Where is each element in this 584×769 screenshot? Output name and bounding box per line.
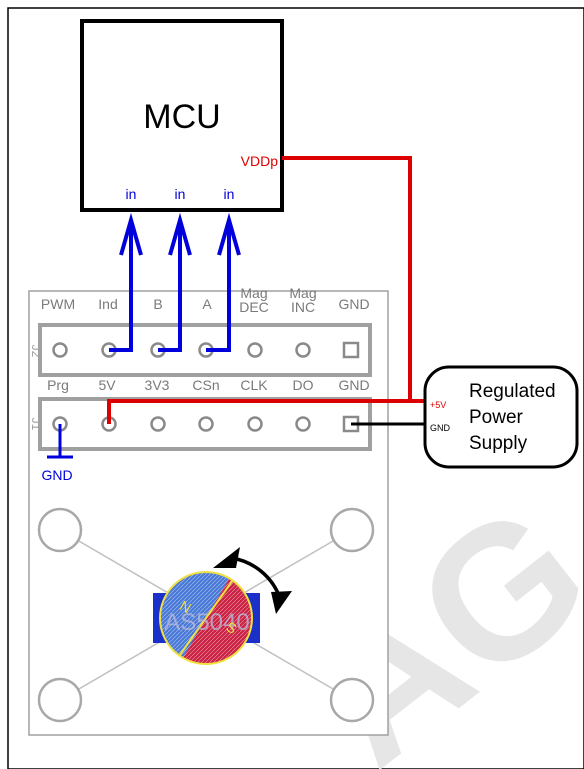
mcu-block: MCU VDDp in in in [80, 19, 284, 212]
j1-pin-do [295, 416, 311, 432]
mcu-input-pin-label: in [175, 186, 186, 202]
signal-wires [109, 212, 241, 352]
j2-pin-pwm [52, 342, 68, 358]
j1-pin-clk [247, 416, 263, 432]
j1-pin-label: CSn [192, 377, 219, 393]
power-supply-label-line: Power [469, 407, 524, 428]
j1-pin-label: CLK [240, 377, 268, 393]
mcu-input-pin-label: in [126, 186, 137, 202]
header-j2-body [38, 323, 372, 377]
mounting-hole [329, 677, 375, 723]
power-supply-label-line: Regulated [469, 381, 556, 402]
prg-ground-connection: GND [41, 424, 73, 483]
rotation-arrow-head-end [271, 591, 292, 614]
j2-pin-mag-inc [295, 342, 311, 358]
j2-pin-label: A [202, 296, 212, 312]
sensor-and-magnet: AS5040 N S [153, 571, 260, 665]
header-j1-id: J1 [29, 418, 43, 431]
signal-wire-b [158, 222, 182, 352]
page-frame [7, 7, 584, 769]
signal-wire-ind [109, 222, 133, 352]
j1-pin-label: 5V [98, 377, 116, 393]
mounting-hole [37, 507, 83, 553]
mcu-title: MCU [143, 98, 220, 136]
signal-arrow-head [217, 212, 241, 256]
mcu-box [80, 19, 284, 212]
magnet-ring [159, 571, 253, 665]
power-supply-plus-pin: +5V [430, 400, 446, 410]
signal-arrow-head [168, 212, 192, 256]
mounting-holes [37, 507, 375, 723]
power-supply-label-line: Supply [469, 433, 528, 454]
header-j2-id: J2 [29, 345, 43, 358]
rotation-arrow [213, 547, 292, 614]
j1-pin-label: DO [293, 377, 314, 393]
j1-pin-3v3 [150, 416, 166, 432]
mounting-hole [37, 677, 83, 723]
j1-pin-label: GND [338, 377, 369, 393]
power-supply-box [423, 365, 579, 469]
mcu-input-pin-label: in [224, 186, 235, 202]
signal-wire-a [206, 222, 231, 352]
j1-pin-label: Prg [47, 377, 69, 393]
prg-ground-label: GND [41, 467, 72, 483]
j2-pin-gnd [342, 341, 360, 359]
signal-arrow-head [119, 212, 143, 256]
power-supply-block: Regulated Power Supply +5V GND [423, 365, 579, 469]
j2-pin-mag-dec [247, 342, 263, 358]
mounting-hole [329, 507, 375, 553]
j2-pin-label: B [153, 296, 162, 312]
j1-pin-label: 3V3 [145, 377, 170, 393]
j2-pin-label: Ind [98, 296, 117, 312]
j2-pin-label: GND [338, 296, 369, 312]
mcu-vddp-pin-label: VDDp [241, 153, 279, 169]
sensor-board-outline [28, 290, 389, 736]
rotation-arrow-head-start [213, 547, 240, 568]
power-supply-gnd-pin: GND [430, 423, 451, 433]
j1-pin-csn [198, 416, 214, 432]
sensor-chip-label: AS5040 [164, 609, 249, 636]
j2-pin-label: PWM [41, 296, 75, 312]
